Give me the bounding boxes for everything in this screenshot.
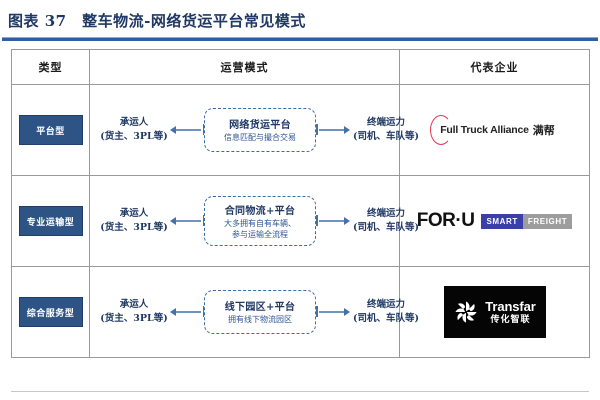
logo-tag-freight: FREIGHT — [522, 213, 573, 229]
source-label-line2: (货主、3PL等) — [100, 131, 168, 142]
arrow-right-icon — [316, 124, 350, 136]
platform-sub-line1: 拥有线下物流园区 — [228, 315, 292, 325]
arrow-right-icon — [316, 215, 350, 227]
dest-label-line1: 终端运力 — [366, 117, 405, 129]
modes-table: 类型 运营模式 代表企业 平台型 承运人 (货主、3PL等) — [11, 49, 590, 358]
source-label-line2: (货主、3PL等) — [100, 313, 168, 324]
company-cell: Transfar 传化智联 — [399, 266, 590, 358]
bottom-divider — [11, 391, 589, 392]
arrow-left-icon — [170, 124, 204, 136]
flow-node-source: 承运人 (货主、3PL等) — [98, 116, 170, 144]
column-header-company: 代表企业 — [399, 49, 590, 85]
for-u-logo: FOR·U SMART FREIGHT — [416, 210, 573, 232]
flow-node-source: 承运人 (货主、3PL等) — [98, 207, 170, 235]
company-logo-wrap: Full Truck Alliance 满帮 — [400, 85, 589, 175]
dest-label-line2: (司机、车队等) — [353, 131, 419, 142]
flow-node-platform: 网络货运平台 信息匹配与撮合交易 — [204, 108, 316, 152]
logo-tagline: SMART FREIGHT — [481, 213, 573, 229]
platform-title: 合同物流+平台 — [224, 205, 296, 217]
table-header-row: 类型 运营模式 代表企业 — [11, 49, 590, 85]
table-row: 平台型 承运人 (货主、3PL等) 网络货运平台 信息匹配与撮合交易 — [11, 84, 590, 176]
platform-sub-line1: 信息匹配与撮合交易 — [224, 133, 296, 143]
type-cell: 平台型 — [11, 84, 90, 176]
source-label-line1: 承运人 — [119, 299, 149, 311]
type-cell: 综合服务型 — [11, 266, 90, 358]
operating-model-cell: 承运人 (货主、3PL等) 网络货运平台 信息匹配与撮合交易 — [89, 84, 419, 176]
type-badge: 专业运输型 — [18, 206, 83, 236]
source-label-line1: 承运人 — [119, 117, 149, 129]
title-divider — [2, 37, 598, 41]
flow-node-platform: 线下园区+平台 拥有线下物流园区 — [204, 290, 316, 334]
flow-node-source: 承运人 (货主、3PL等) — [98, 298, 170, 326]
dest-label-line2: (司机、车队等) — [353, 222, 419, 233]
dest-label-line1: 终端运力 — [366, 208, 405, 220]
logo-text-cn: 满帮 — [532, 124, 555, 137]
transfar-wordmark: Transfar 传化智联 — [485, 300, 536, 325]
flow-node-destination: 终端运力 (司机、车队等) — [350, 116, 422, 144]
source-label-line2: (货主、3PL等) — [100, 222, 168, 233]
page-title: 图表 37 整车物流-网络货运平台常见模式 — [8, 11, 306, 30]
flow-diagram: 承运人 (货主、3PL等) 网络货运平台 信息匹配与撮合交易 — [90, 85, 419, 175]
company-logo-wrap: FOR·U SMART FREIGHT — [400, 176, 589, 266]
type-badge: 综合服务型 — [18, 297, 83, 327]
dest-label-line1: 终端运力 — [366, 299, 405, 311]
arrow-left-icon — [170, 215, 204, 227]
type-badge: 平台型 — [18, 115, 83, 145]
flow-node-platform: 合同物流+平台 大多拥有自有车辆、 参与运输全流程 — [204, 195, 316, 247]
table-row: 综合服务型 承运人 (货主、3PL等) 线下园区+平台 拥有线下物流园区 — [11, 266, 590, 358]
logo-text-en: Full Truck Alliance — [440, 124, 529, 136]
pinwheel-icon — [455, 301, 477, 323]
dest-label-line2: (司机、车队等) — [353, 313, 419, 324]
table-row: 专业运输型 承运人 (货主、3PL等) 合同物流+平台 大多拥有自有车辆、 参与… — [11, 175, 590, 267]
operating-model-cell: 承运人 (货主、3PL等) 合同物流+平台 大多拥有自有车辆、 参与运输全流程 — [89, 175, 419, 267]
figure-title-bar: 图表 37 整车物流-网络货运平台常见模式 — [0, 0, 600, 40]
logo-text-mark: FOR·U — [416, 210, 475, 231]
operating-model-cell: 承运人 (货主、3PL等) 线下园区+平台 拥有线下物流园区 — [89, 266, 419, 358]
platform-title: 网络货运平台 — [229, 120, 291, 132]
flow-node-destination: 终端运力 (司机、车队等) — [350, 207, 422, 235]
logo-text-en: Transfar — [485, 298, 536, 314]
arrow-right-icon — [316, 306, 350, 318]
company-logo-wrap: Transfar 传化智联 — [400, 267, 589, 357]
flow-node-destination: 终端运力 (司机、车队等) — [350, 298, 422, 326]
platform-sub-line1: 大多拥有自有车辆、 — [224, 218, 296, 228]
platform-sub-line2: 参与运输全流程 — [232, 229, 288, 239]
full-truck-alliance-logo: Full Truck Alliance 满帮 — [430, 115, 555, 145]
source-label-line1: 承运人 — [119, 208, 149, 220]
company-cell: Full Truck Alliance 满帮 — [399, 84, 590, 176]
type-cell: 专业运输型 — [11, 175, 90, 267]
platform-title: 线下园区+平台 — [224, 302, 296, 314]
flow-diagram: 承运人 (货主、3PL等) 线下园区+平台 拥有线下物流园区 — [90, 267, 419, 357]
flow-diagram: 承运人 (货主、3PL等) 合同物流+平台 大多拥有自有车辆、 参与运输全流程 — [90, 176, 419, 266]
red-ring-icon — [430, 115, 453, 145]
column-header-operating-model: 运营模式 — [89, 49, 400, 85]
arrow-left-icon — [170, 306, 204, 318]
transfar-logo: Transfar 传化智联 — [443, 286, 546, 338]
logo-text-cn: 传化智联 — [490, 314, 531, 325]
column-header-type: 类型 — [11, 49, 90, 85]
logo-tag-smart: SMART — [481, 213, 523, 229]
company-cell: FOR·U SMART FREIGHT — [399, 175, 590, 267]
